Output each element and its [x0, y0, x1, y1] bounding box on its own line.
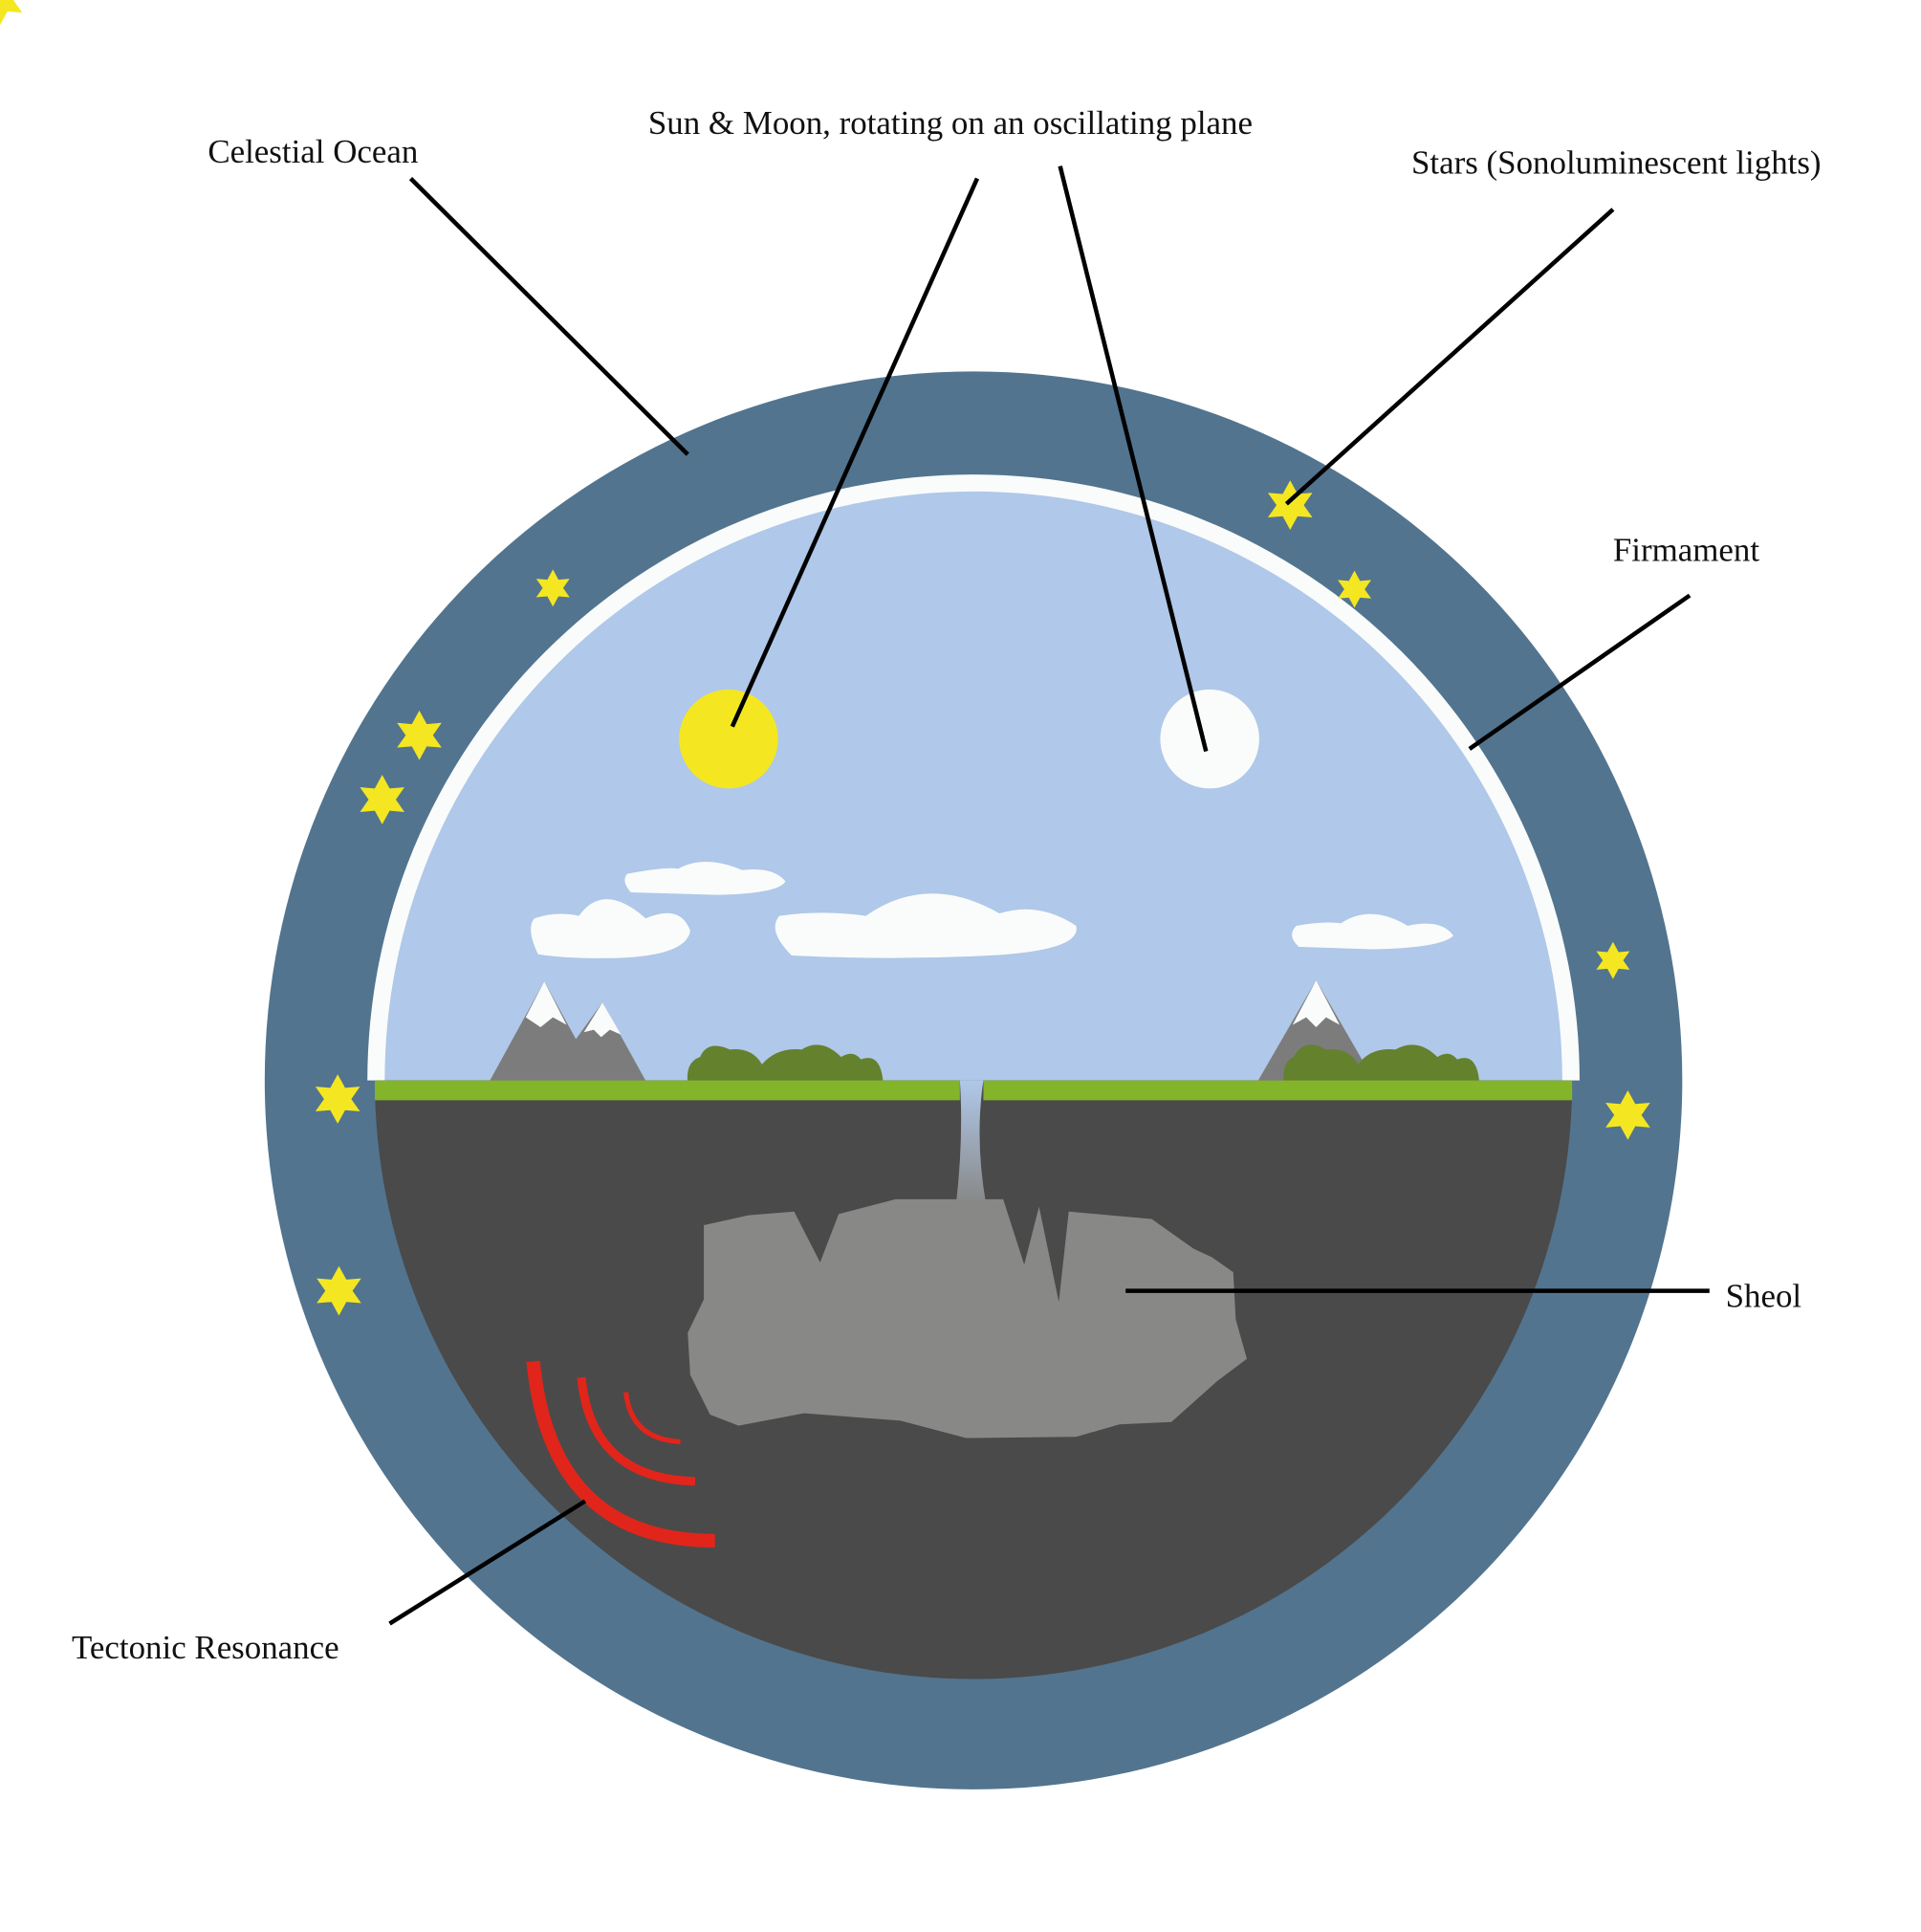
label-tectonic-resonance: Tectonic Resonance: [72, 1629, 339, 1666]
cloud: [775, 893, 1077, 958]
cloud: [531, 899, 690, 958]
leader-sun: [730, 177, 980, 728]
cloud: [624, 861, 786, 895]
label-stars: Stars (Sonoluminescent lights): [1411, 143, 1822, 181]
moon: [1160, 689, 1259, 789]
label-sun-moon: Sun & Moon, rotating on an oscillating p…: [648, 104, 1253, 142]
leader-celestial-ocean: [408, 177, 689, 456]
grass-left: [374, 1080, 960, 1101]
label-sheol: Sheol: [1726, 1277, 1802, 1314]
leader-stars: [1284, 208, 1615, 506]
grass-right: [983, 1080, 1573, 1101]
leader-firmament: [1468, 593, 1692, 751]
label-celestial-ocean: Celestial Ocean: [207, 133, 418, 170]
label-firmament: Firmament: [1613, 531, 1759, 568]
clouds: [531, 861, 1454, 958]
mountains-left: [488, 981, 647, 1084]
cloud: [1292, 913, 1454, 950]
sun: [679, 689, 778, 789]
trees-right: [1283, 1044, 1480, 1084]
tectonic-resonance: [526, 1360, 715, 1548]
star-icon: [0, 0, 23, 26]
leader-tectonic: [388, 1499, 587, 1626]
sheol: [688, 1198, 1247, 1438]
leader-moon: [1058, 165, 1209, 753]
trees-left: [687, 1044, 884, 1084]
shaft: [955, 1080, 987, 1203]
stars: [0, 0, 1650, 1316]
